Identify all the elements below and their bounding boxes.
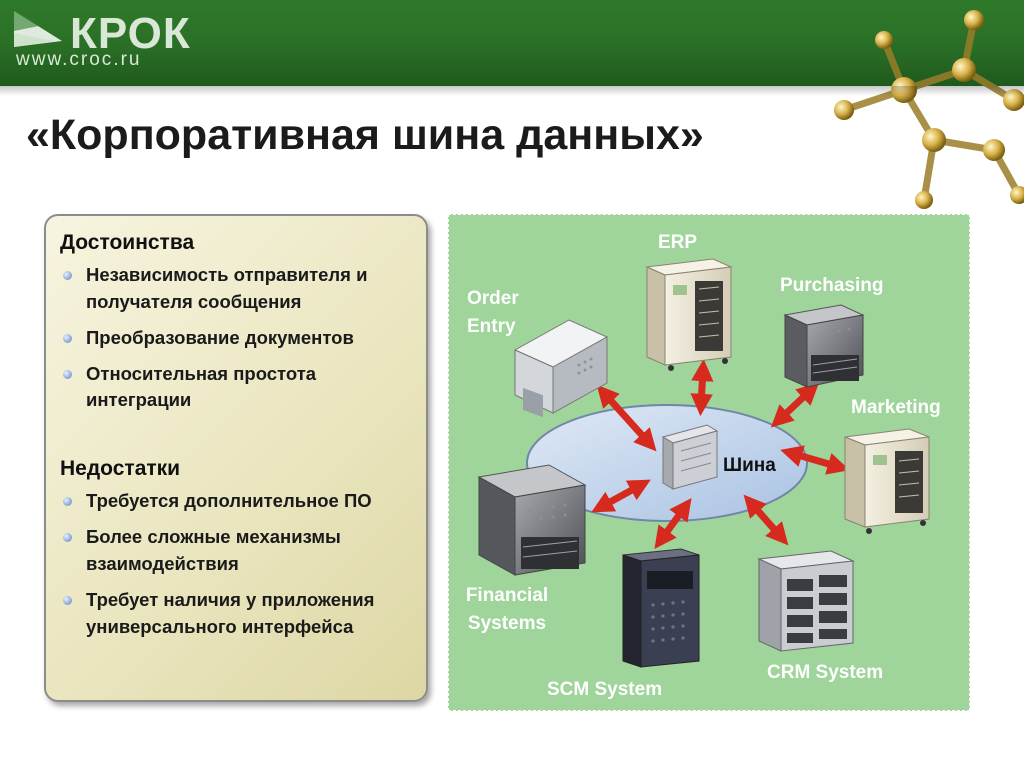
node-label-scm: SCM System	[547, 679, 663, 700]
list-item-text: Требует наличия у приложения универсальн…	[86, 588, 375, 637]
node-label-financial: Financial Systems	[465, 585, 549, 634]
bullet-icon	[63, 533, 72, 543]
pros-cons-panel: Достоинства Независимость отправителя и …	[44, 214, 428, 702]
crm-server-icon	[757, 550, 855, 652]
disadvantages-list: Требуется дополнительное ПО Более сложны…	[60, 488, 420, 640]
list-item: Преобразование документов	[60, 325, 420, 352]
node-label-erp: ERP	[658, 232, 698, 253]
financial-server-icon	[477, 464, 587, 576]
bullet-icon	[63, 497, 72, 507]
header-bar: КРОК www.croc.ru	[0, 0, 1024, 209]
erp-server-icon	[645, 258, 733, 371]
bus-diagram-canvas	[477, 258, 930, 668]
bus-label: Шина	[723, 455, 776, 476]
header-shadow	[0, 86, 1024, 96]
bullet-icon	[63, 271, 72, 281]
list-item: Относительная простота интеграции	[60, 361, 420, 415]
order-entry-server-icon	[513, 319, 609, 418]
list-item: Требуется дополнительное ПО	[60, 488, 420, 515]
bullet-icon	[63, 595, 72, 605]
list-item-text: Требуется дополнительное ПО	[86, 490, 372, 512]
arrow-purchasing	[770, 382, 820, 428]
bullet-icon	[63, 369, 72, 379]
node-label-marketing: Marketing	[851, 397, 941, 418]
logo-name: КРОК	[70, 9, 191, 58]
logo-site: www.croc.ru	[16, 49, 142, 70]
bus-diagram: Шина ERP Order Entry Purchasing Marketin…	[448, 214, 970, 711]
molecular-decoration-icon	[834, 10, 1024, 209]
scm-server-icon	[622, 548, 700, 668]
node-label-crm: CRM System	[767, 662, 884, 683]
advantages-heading: Достоинства	[60, 231, 195, 254]
marketing-server-icon	[844, 428, 930, 534]
logo-mark-icon	[14, 11, 62, 47]
arrow-erp	[690, 358, 714, 417]
list-item-text: Относительная простота интеграции	[86, 362, 317, 411]
arrow-scm	[654, 497, 692, 550]
arrow-order-entry	[596, 384, 657, 452]
list-item: Требует наличия у приложения универсальн…	[60, 587, 420, 641]
list-item: Более сложные механизмы взаимодействия	[60, 524, 420, 578]
purchasing-server-icon	[783, 304, 865, 388]
arrow-financial	[591, 479, 651, 513]
advantages-list: Независимость отправителя и получателя с…	[60, 262, 420, 414]
arrow-crm	[743, 494, 789, 546]
list-item-text: Преобразование документов	[86, 326, 354, 348]
list-item: Независимость отправителя и получателя с…	[60, 262, 420, 316]
disadvantages-heading: Недостатки	[60, 457, 181, 481]
bullet-icon	[63, 333, 72, 343]
arrow-marketing	[780, 445, 850, 475]
page-title: «Корпоративная шина данных»	[26, 111, 704, 159]
list-item-text: Независимость отправителя и получателя с…	[86, 264, 368, 312]
node-label-order-entry: Order Entry	[467, 288, 519, 337]
list-item-text: Более сложные механизмы взаимодействия	[86, 526, 341, 575]
node-label-purchasing: Purchasing	[780, 275, 884, 296]
bus-server-icon	[661, 424, 719, 490]
